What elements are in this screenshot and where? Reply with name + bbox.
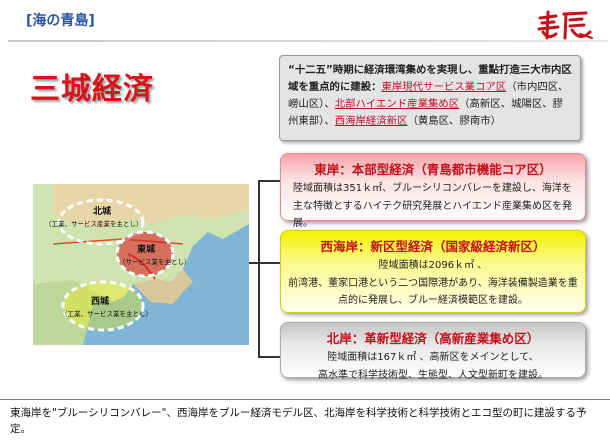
link-west-coast-zone[interactable]: 西海岸経済新区 bbox=[334, 115, 408, 127]
intro-lead: “十二五”時期に経済環湾集めを実現し、重點打造三大市内区域を重点的に建設： bbox=[288, 64, 572, 93]
west-city-label: 西城 bbox=[91, 295, 109, 307]
card-west-line-1: 陸域面積は2096ｋ㎡ 、 bbox=[378, 260, 488, 271]
link-north-industry-zone[interactable]: 北部ハイエンド産業集め区 bbox=[334, 98, 460, 110]
card-east-coast: 東岸：本部型経済（青島都市機能コア区） 陸域面積は351ｋ㎡、ブルーシリコンバレ… bbox=[280, 153, 586, 229]
footer-text: 東海岸を"ブルーシリコンバレー"、西海岸をブルー経済モデル区、北海岸を科学技術と… bbox=[10, 407, 587, 435]
intro-text-3: （黄島区、膠南市） bbox=[407, 115, 502, 127]
card-north-body: 陸域面積は167ｋ㎡ 、高新区をメインとして、 高水準で科学技術型、生態型、人文… bbox=[281, 347, 585, 384]
card-west-body: 陸域面積は2096ｋ㎡ 、 前湾港、董家口港という二つ国際港があり、海洋装備製造… bbox=[281, 255, 585, 310]
north-city-circle bbox=[57, 198, 145, 246]
footer-divider bbox=[0, 399, 610, 400]
intro-text-2: （高新区、城陽区、膠州東部）、 bbox=[288, 98, 564, 127]
bracket-arm-north bbox=[258, 356, 280, 358]
card-east-body: 陸域面積は351ｋ㎡、ブルーシリコンバレーを建設し、海洋を主な特徴とするハイテク… bbox=[293, 183, 572, 229]
card-north-line-1: 陸域面積は167ｋ㎡ 、高新区をメインとして、 bbox=[327, 352, 539, 363]
link-east-core-zone[interactable]: 東岸現代サービス業コア区 bbox=[381, 81, 507, 93]
intro-box: “十二五”時期に経済環湾集めを実現し、重點打造三大市内区域を重点的に建設：東岸現… bbox=[279, 55, 581, 141]
page-header-title: [海の青島] bbox=[26, 13, 95, 29]
west-city-sublabel: （工業、サービス業を主とし） bbox=[61, 309, 152, 318]
card-north-coast: 北岸：革新型経済（高新産業集め区） 陸域面積は167ｋ㎡ 、高新区をメインとして… bbox=[280, 322, 586, 381]
main-title: 三城経済 bbox=[30, 72, 154, 107]
map-land-north bbox=[53, 184, 249, 229]
bracket-arm-west bbox=[258, 262, 280, 264]
qingdao-map: 北城 （工業、サービス産業を主とし） 東城 （サービス業を主とし） 西城 （工業… bbox=[33, 184, 249, 345]
map-land-east bbox=[133, 269, 193, 304]
card-west-coast: 西海岸：新区型経済（国家級経済新区） 陸域面積は2096ｋ㎡ 、 前湾港、董家口… bbox=[280, 230, 586, 313]
card-east-title: 東岸：本部型経済（青島都市機能コア区） bbox=[314, 162, 552, 177]
west-city-circle bbox=[61, 280, 145, 332]
east-city-label: 東城 bbox=[137, 243, 155, 255]
bracket-arm-east bbox=[258, 180, 280, 182]
card-west-title: 西海岸：新区型経済（国家級経済新区） bbox=[320, 239, 546, 254]
bracket-arm-map bbox=[249, 262, 258, 264]
north-city-label: 北城 bbox=[93, 205, 111, 217]
intro-text-1: （市内四区、嶗山区）、 bbox=[288, 81, 569, 110]
card-north-line-2: 高水準で科学技術型、生態型、人文型新町を建設。 bbox=[318, 369, 548, 381]
north-city-sublabel: （工業、サービス産業を主とし） bbox=[45, 219, 143, 228]
bracket-line bbox=[258, 180, 260, 358]
card-west-line-2: 前湾港、董家口港という二つ国際港があり、海洋装備製造業を重点的に発展し、ブルー経… bbox=[288, 277, 578, 307]
east-city-sublabel: （サービス業を主とし） bbox=[119, 257, 191, 266]
qingdao-logo bbox=[537, 10, 593, 40]
map-land-west bbox=[33, 280, 103, 345]
east-city-circle bbox=[115, 230, 175, 278]
card-north-title: 北岸：革新型経済（高新産業集め区） bbox=[326, 331, 540, 346]
header-divider bbox=[8, 40, 608, 42]
